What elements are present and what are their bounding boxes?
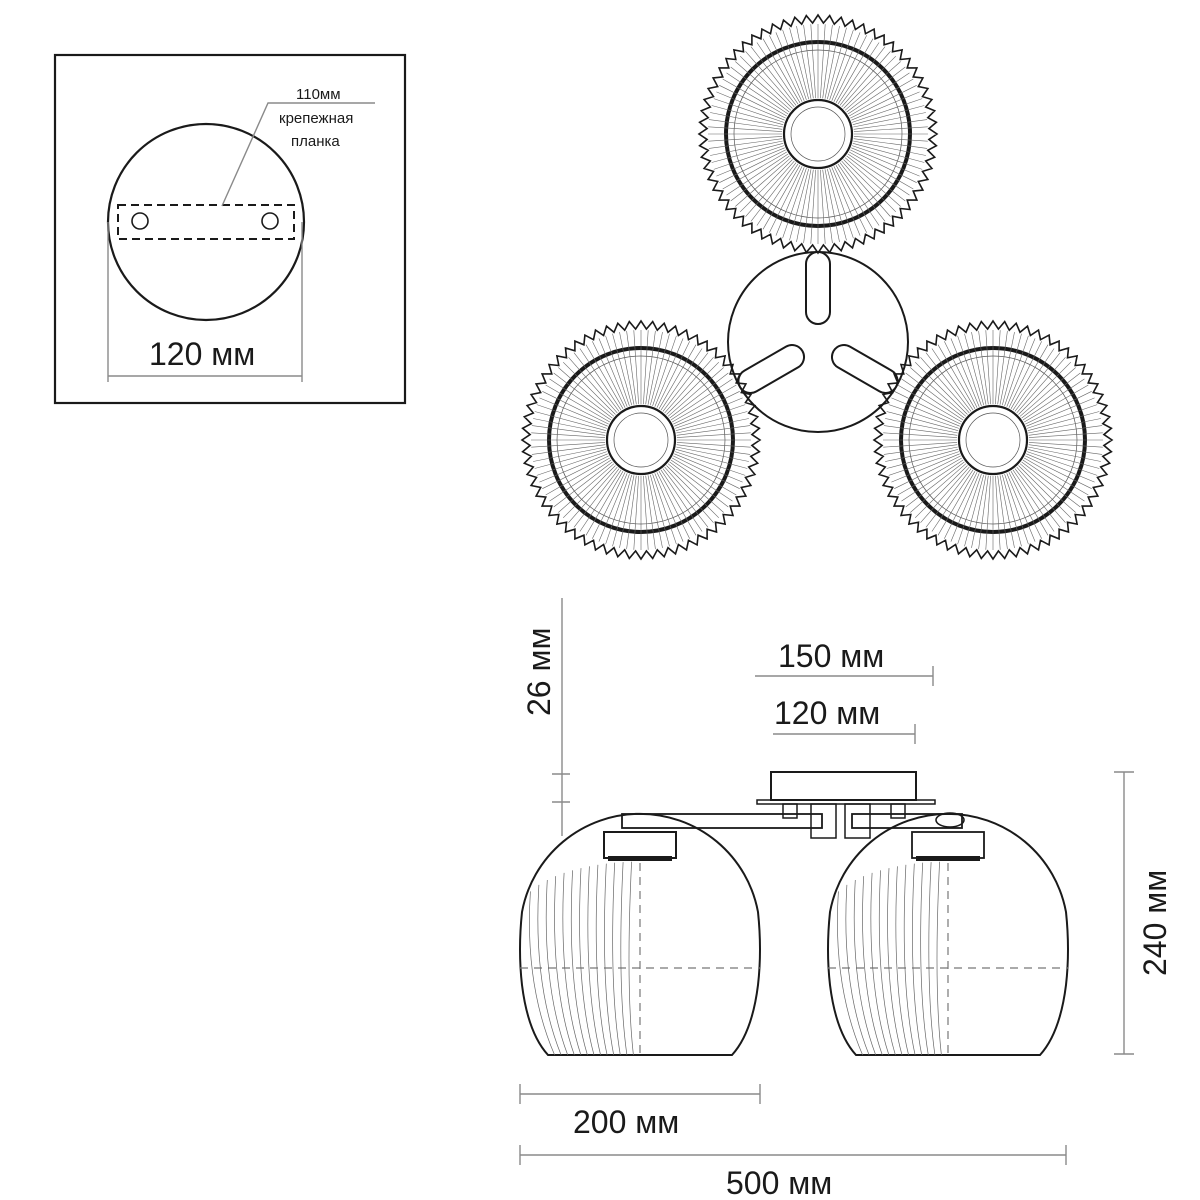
side-arm-right [851,813,963,829]
side-socket-left-ring [608,856,672,861]
side-arm-left [621,813,823,829]
inset-frame [53,53,407,405]
canopy-width-label: 150 мм [778,638,884,674]
top-view [520,13,1114,561]
plate-name-line1: крепежная [279,110,353,127]
ceiling-base-circle [106,122,306,322]
mount-inset: 110мм крепежная планка 120 мм [53,53,407,405]
plate-leader-line [221,102,375,207]
plate-name-line2: планка [291,133,340,150]
side-shade-right [827,812,1069,1056]
shade-diameter-label: 200 мм [573,1104,679,1140]
side-socket-right [911,831,985,859]
top-arms [737,251,899,395]
side-hub-left [810,803,837,839]
side-socket-left [603,831,677,859]
canopy-screw-right [890,803,906,819]
side-shade-left [519,812,761,1056]
plate-width-label: 110мм [296,86,341,103]
mounting-hole-left [131,212,149,230]
side-socket-right-ring [916,856,980,861]
total-height-label: 240 мм [1137,870,1173,976]
side-view: 26 мм 150 мм 120 мм 240 мм 200 мм 500 мм [519,598,1173,1200]
side-canopy [770,771,917,801]
canopy-height-label: 26 мм [521,628,557,716]
plate-spacing-label: 120 мм [774,695,880,731]
mounting-hole-right [261,212,279,230]
canopy-screw-left [782,803,798,819]
total-width-label: 500 мм [726,1165,832,1200]
side-hub-right [844,803,871,839]
mounting-plate [117,204,295,240]
base-diameter-label: 120 мм [149,336,255,372]
top-shade-right [872,319,1114,561]
top-shade-left [520,319,762,561]
top-shade-upper [697,13,939,255]
